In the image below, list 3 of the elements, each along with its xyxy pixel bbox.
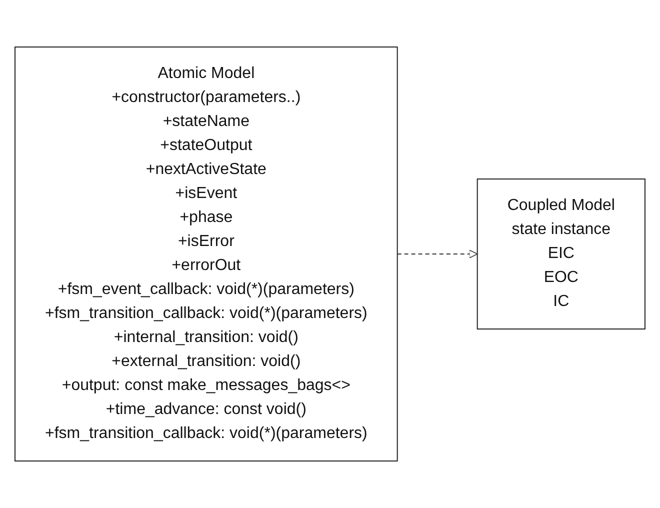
node-box: Atomic Model +constructor(parameters..) +stateName +stateOutput +nextActiveState +isEvent +phase +isError +errorOut +fsm_event_callback: void(*)(parameters) +fsm_transition_callback: void(*)(parameters) +internal_transition: void() +external_transition: void() +output: const make_messages_bags<> +time_advance: const void() +fsm_transition_callback: void(*)(parameters) xyxy=(14,46,398,462)
node-box: Coupled Model state instance EIC EOC IC xyxy=(476,178,646,330)
arrow xyxy=(396,250,478,258)
